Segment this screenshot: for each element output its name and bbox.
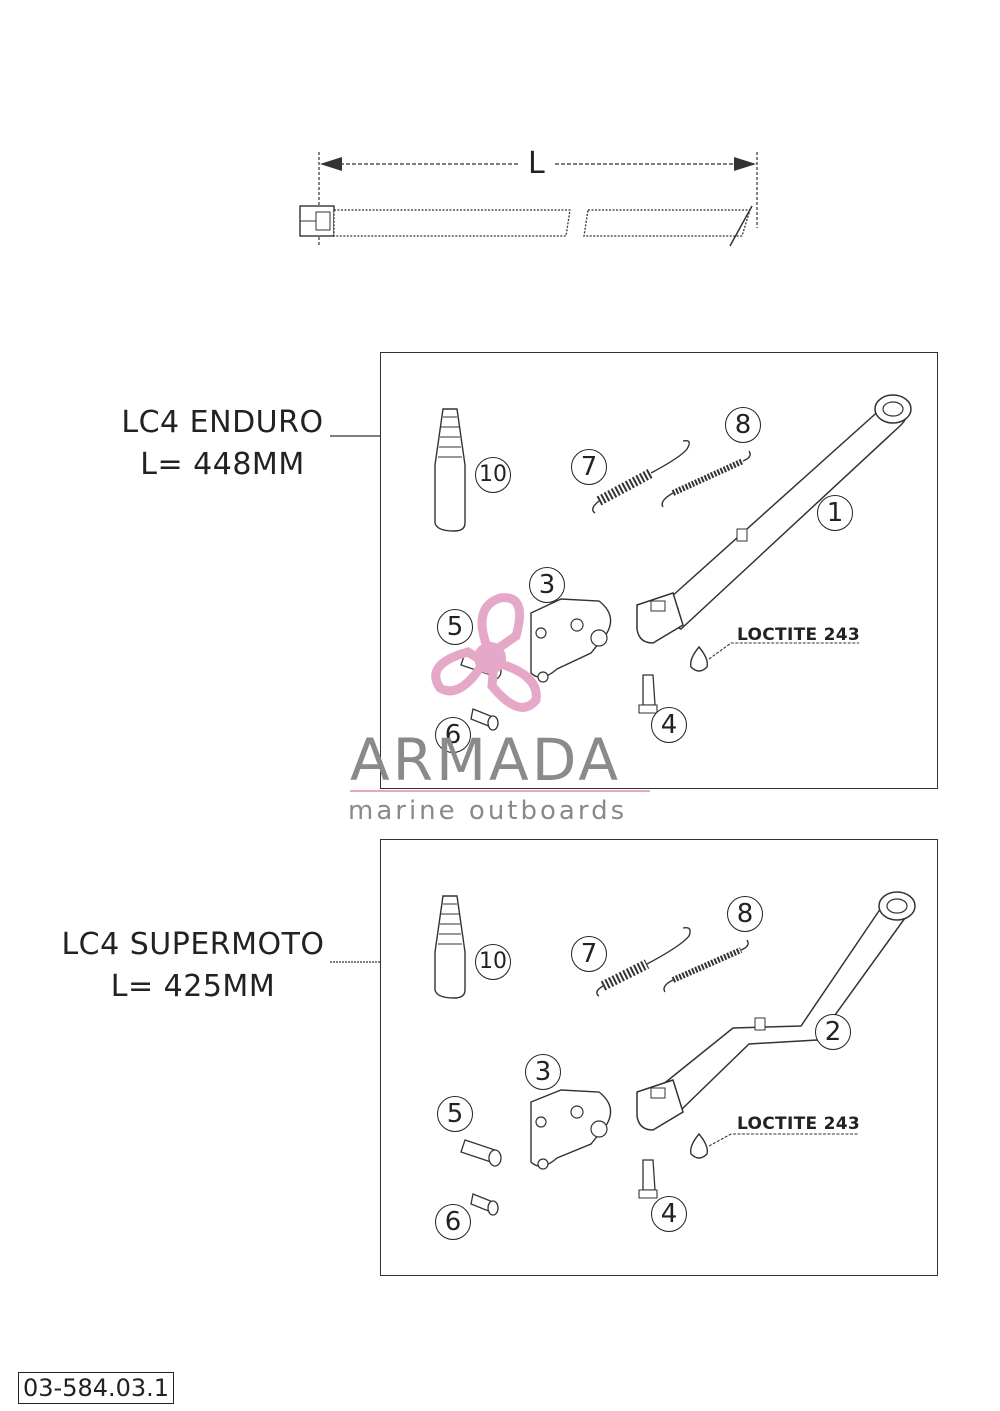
bolt-6-icon: [470, 1193, 499, 1216]
loctite-drop-icon: [689, 1132, 709, 1159]
callout-3: 3: [525, 1054, 561, 1090]
callout-7: 7: [571, 449, 607, 485]
watermark-brand: ARMADA: [350, 726, 622, 794]
callout-3: 3: [529, 567, 565, 603]
variant-1-length: L= 448MM: [140, 447, 305, 482]
exploded-view-panel-supermoto: LOCTITE 243 2 3 4 5 6 7 8 10: [380, 839, 938, 1276]
supermoto-parts-svg: [434, 891, 916, 1216]
propeller-logo-icon: [431, 593, 541, 712]
exploded-view-panel-enduro: LOCTITE 243 1 3 4 5 6 7 8 10: [380, 352, 938, 789]
watermark-divider: [350, 790, 650, 792]
spring-7-icon: [592, 439, 690, 514]
loctite-bottle-icon: [434, 408, 466, 532]
watermark-tagline: marine outboards: [348, 796, 628, 826]
callout-1: 1: [817, 495, 853, 531]
callout-2: 2: [815, 1014, 851, 1050]
loctite-drop-icon: [689, 645, 709, 672]
spring-7-icon: [596, 926, 691, 997]
loctite-bottle-icon: [434, 895, 466, 999]
document-number: 03-584.03.1: [18, 1372, 175, 1404]
variant-2-name: LC4 SUPERMOTO: [61, 927, 325, 962]
bolt-6-icon: [470, 708, 499, 731]
loctite-label: LOCTITE 243: [737, 1114, 860, 1134]
variant-1-label: LC4 ENDURO L= 448MM: [100, 402, 345, 486]
callout-4: 4: [651, 1196, 687, 1232]
side-stand-dimension-svg: [299, 152, 758, 247]
dimension-label: L: [528, 146, 545, 181]
callout-8: 8: [727, 896, 763, 932]
callout-6: 6: [435, 717, 471, 753]
callout-5: 5: [437, 609, 473, 645]
enduro-parts-svg: [434, 394, 912, 731]
callout-8: 8: [725, 407, 761, 443]
bracket-icon: [530, 1089, 612, 1170]
callout-7: 7: [571, 936, 607, 972]
pin-4-icon: [638, 1159, 658, 1199]
callout-6: 6: [435, 1204, 471, 1240]
side-stand-leg-icon: [636, 891, 916, 1131]
spring-8-icon: [661, 450, 751, 508]
callout-4: 4: [651, 707, 687, 743]
side-stand-leg-icon: [636, 394, 912, 644]
pin-4-icon: [638, 674, 658, 714]
spring-8-icon: [663, 939, 749, 993]
loctite-label: LOCTITE 243: [737, 625, 860, 645]
callout-10: 10: [475, 944, 511, 980]
variant-1-name: LC4 ENDURO: [121, 405, 324, 440]
callout-10: 10: [475, 457, 511, 493]
variant-2-label: LC4 SUPERMOTO L= 425MM: [50, 924, 336, 1008]
variant-2-length: L= 425MM: [110, 969, 276, 1004]
callout-5: 5: [437, 1096, 473, 1132]
bolt-5-icon: [460, 1139, 502, 1167]
bracket-icon: [530, 598, 612, 683]
